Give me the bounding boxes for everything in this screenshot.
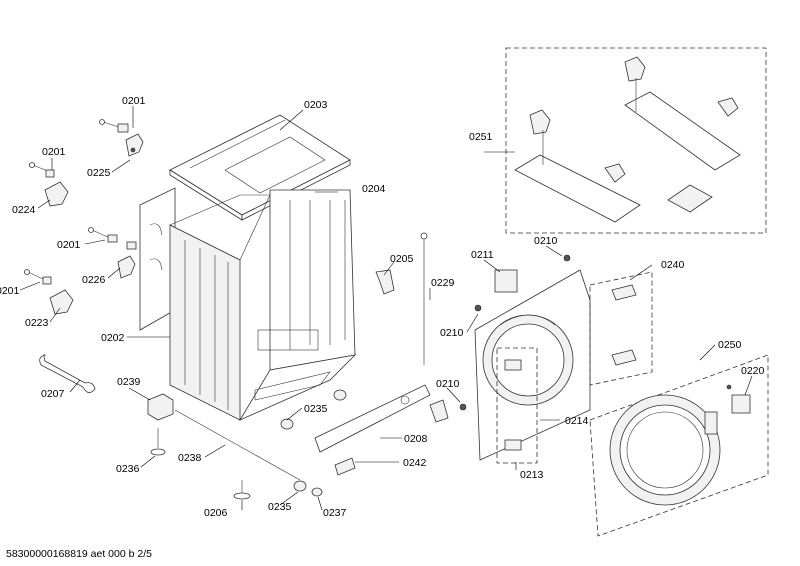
label-0220: 0220 [741, 365, 765, 377]
label-0225: 0225 [87, 167, 111, 179]
label-0205: 0205 [390, 253, 414, 265]
label-0201-a: 0201 [122, 95, 146, 107]
nut-0235-b [293, 480, 307, 492]
label-0213: 0213 [520, 469, 544, 481]
wrench-0207 [39, 354, 96, 393]
group-box-0251 [505, 47, 767, 234]
label-0203: 0203 [304, 99, 328, 111]
group-box-0213 [496, 347, 538, 464]
screw-0201-d [24, 269, 52, 285]
label-0210-c: 0210 [436, 378, 460, 390]
leader-lines [19, 106, 753, 511]
document-footer-code: 58300000168819 aet 000 b 2/5 [6, 548, 152, 560]
label-0202: 0202 [101, 332, 125, 344]
door-assembly [609, 394, 721, 506]
label-0206: 0206 [204, 507, 228, 519]
label-0236: 0236 [116, 463, 140, 475]
label-0207: 0207 [41, 388, 65, 400]
bracket-0224 [44, 181, 69, 207]
label-0251: 0251 [469, 131, 493, 143]
handle-0220 [726, 384, 751, 414]
label-0229: 0229 [431, 277, 455, 289]
label-0210-b: 0210 [534, 235, 558, 247]
label-0226: 0226 [82, 274, 106, 286]
label-0204: 0204 [362, 183, 386, 195]
front-panel-0214 [474, 269, 591, 461]
label-0224: 0224 [12, 204, 36, 216]
label-0242: 0242 [403, 457, 427, 469]
label-0239: 0239 [117, 376, 141, 388]
nut-0235-a [280, 389, 347, 430]
bracket-0226 [117, 255, 136, 279]
label-0201-d: 0201 [0, 285, 20, 297]
foot-0206 [233, 480, 251, 500]
screw-0201-b [29, 162, 55, 178]
label-0214: 0214 [565, 415, 589, 427]
label-0240: 0240 [661, 259, 685, 271]
group-box-0240 [589, 271, 653, 386]
screw-0210-b [563, 254, 571, 262]
label-0211: 0211 [471, 249, 494, 261]
part-labels: 0201 0203 0204 0225 0201 0224 0201 0226 … [0, 95, 765, 519]
label-0235-b: 0235 [268, 501, 292, 513]
group-box-0250 [589, 354, 769, 537]
bracket-0223 [49, 289, 74, 315]
label-0235-a: 0235 [304, 403, 328, 415]
rod-0229 [420, 232, 428, 365]
label-0208: 0208 [404, 433, 428, 445]
foot-0236 [150, 428, 166, 456]
nut-0237 [311, 487, 323, 497]
label-0223: 0223 [25, 317, 49, 329]
screw-0210-a [474, 304, 482, 312]
label-0238: 0238 [178, 452, 202, 464]
pump-block-0239 [147, 393, 174, 421]
bracket-0225 [125, 133, 144, 157]
label-0237: 0237 [323, 507, 347, 519]
label-0250: 0250 [718, 339, 742, 351]
label-0201-c: 0201 [57, 239, 81, 251]
label-0210-a: 0210 [440, 327, 464, 339]
screw-0201-c [88, 227, 137, 250]
screw-0201-a [99, 119, 129, 133]
clip-0242 [334, 457, 356, 476]
control-rail-0208 [314, 384, 431, 453]
rod-0238 [174, 409, 301, 481]
cabinet-frame-part [139, 187, 357, 421]
switch-0211 [494, 269, 518, 293]
label-0201-b: 0201 [42, 146, 66, 158]
bracket-0210-c [429, 399, 467, 423]
